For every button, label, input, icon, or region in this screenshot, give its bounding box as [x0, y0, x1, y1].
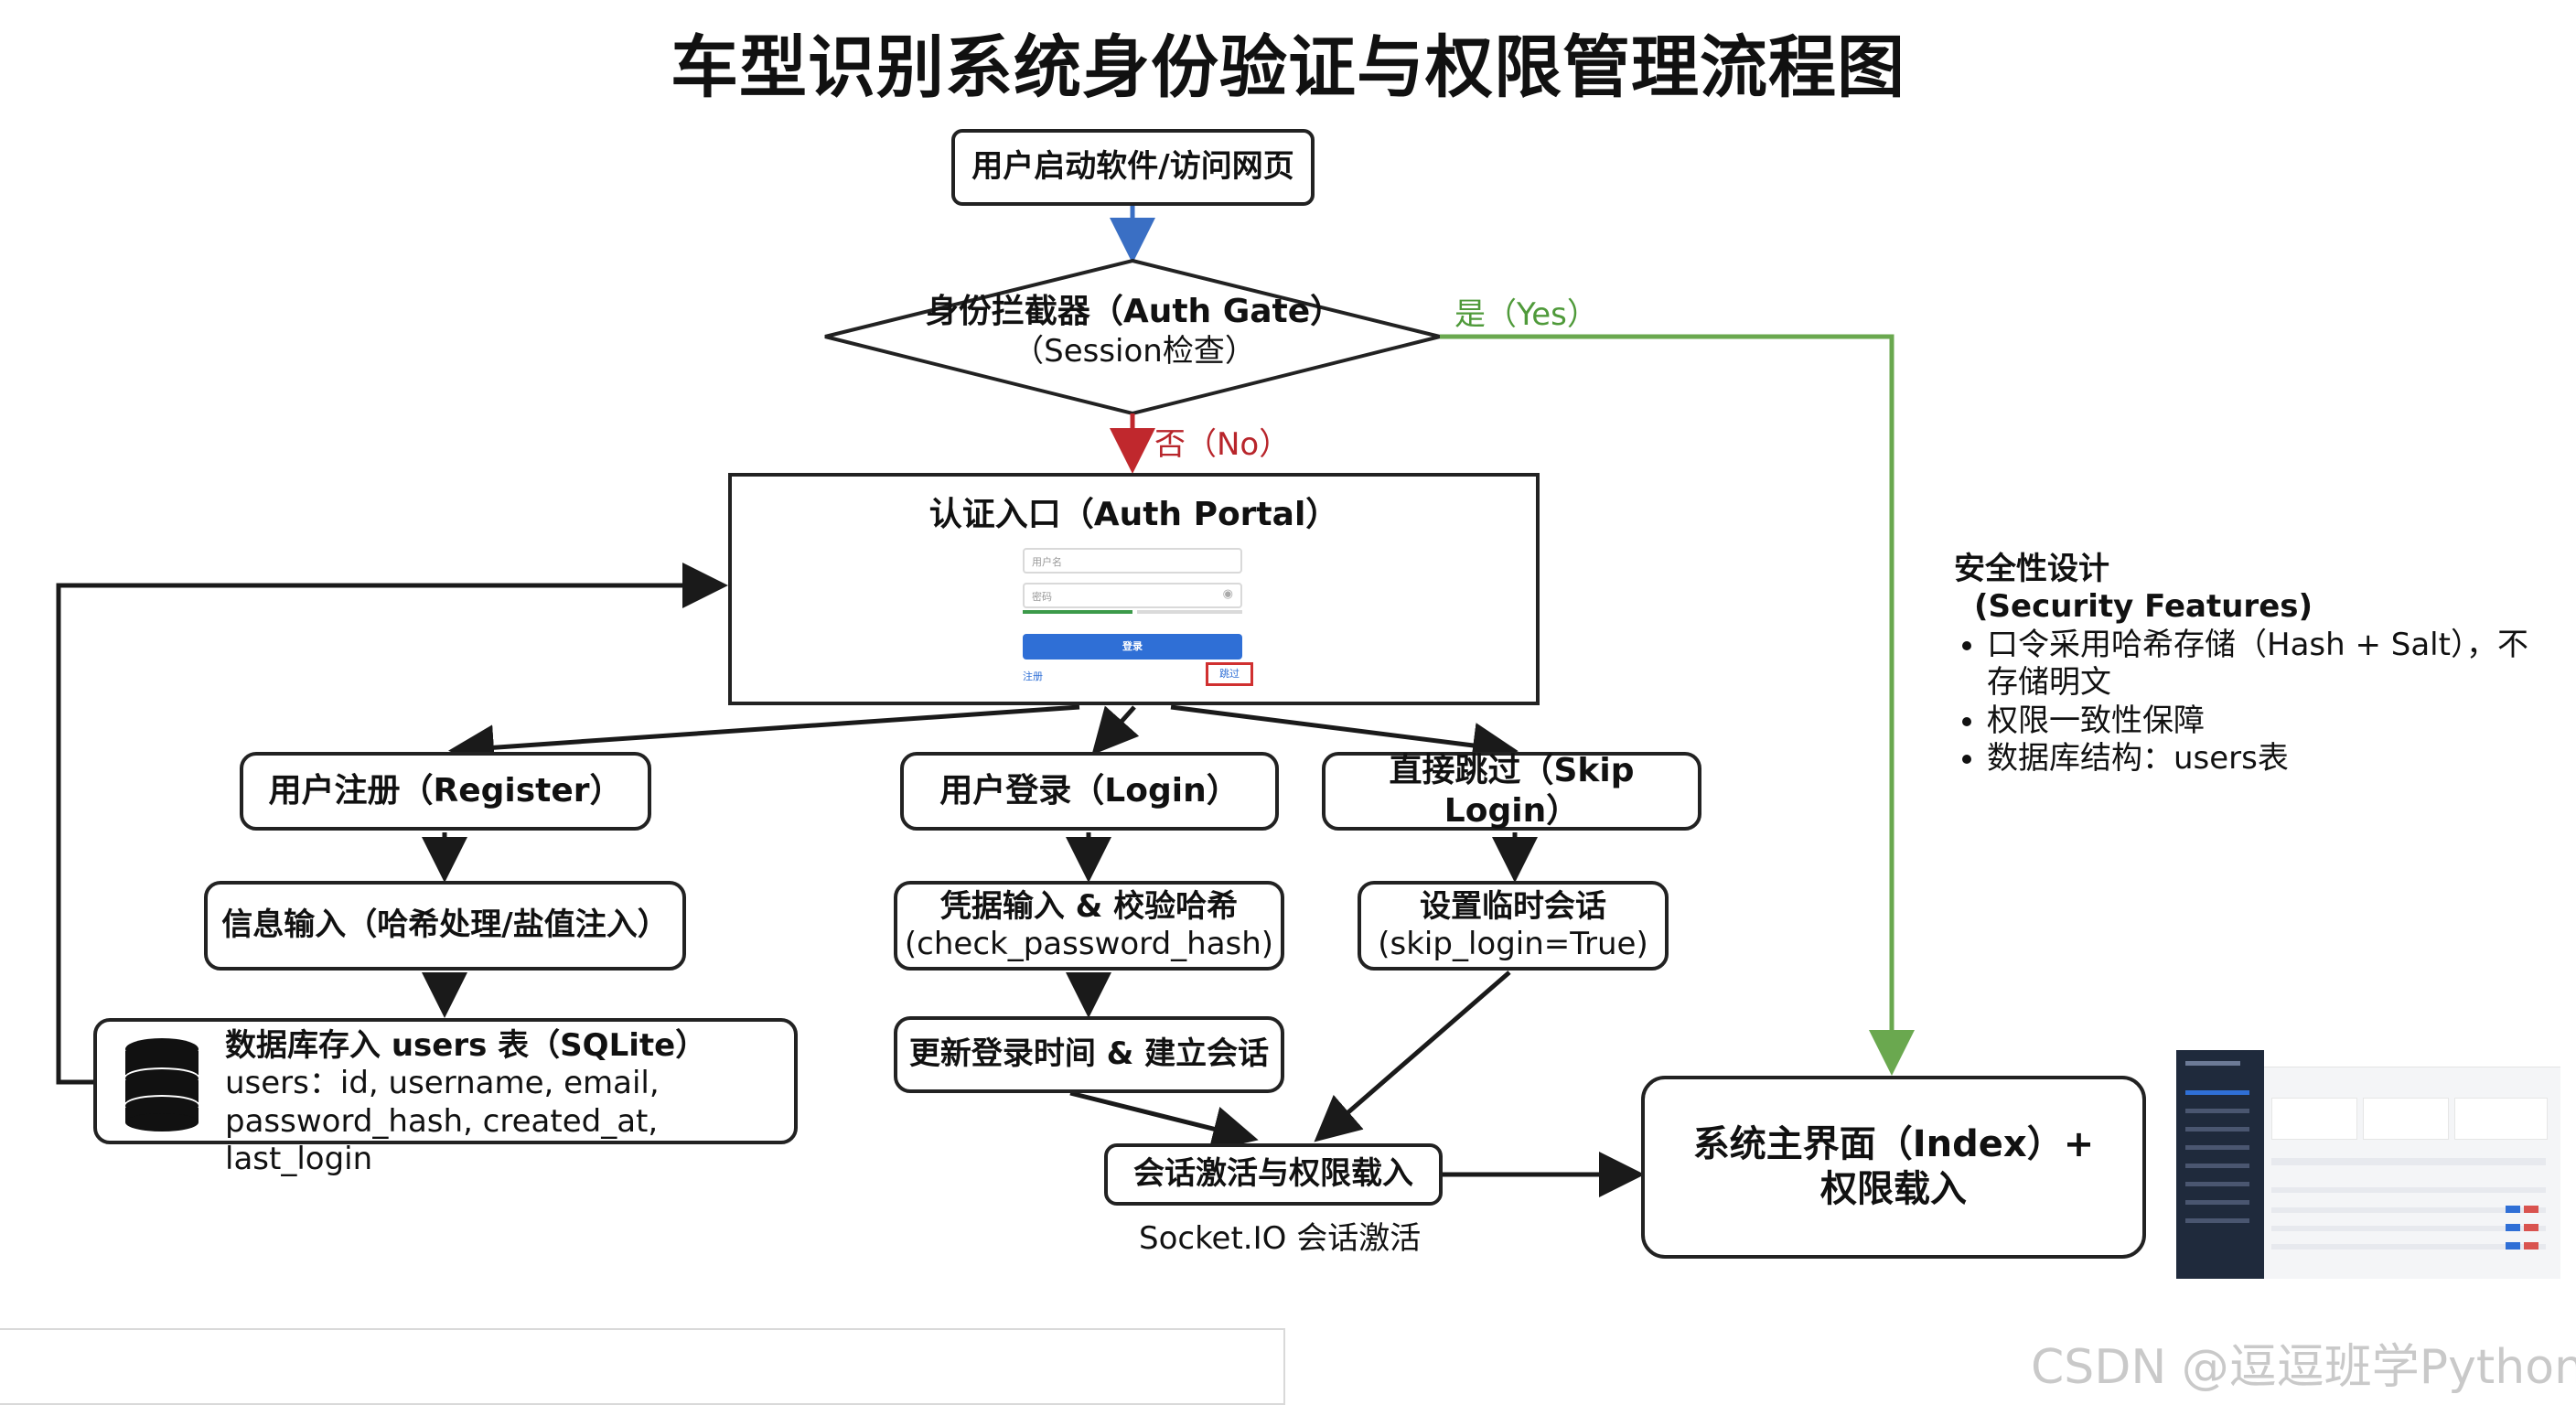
temp-session-node: 设置临时会话 (skip_login=True): [1358, 881, 1669, 971]
auth-portal-title: 认证入口（Auth Portal）: [928, 496, 1339, 533]
login-node-label: 用户登录（Login）: [939, 772, 1240, 810]
watermark: CSDN @逗逗班学Python: [2031, 1340, 2576, 1395]
auth-gate-subtitle: （Session检查）: [1013, 333, 1256, 370]
thumbnail-sidebar: [2176, 1050, 2264, 1279]
arrow-portal-to-skip: [1170, 704, 1519, 768]
thumbnail-row: [2271, 1244, 2546, 1249]
database-icon: [125, 1038, 199, 1132]
db-store-fields-2: password_hash, created_at, last_login: [225, 1102, 659, 1178]
security-item: 数据库结构：users表: [1987, 740, 2558, 778]
cred-input-node: 凭据输入 & 校验哈希 (check_password_hash): [894, 881, 1284, 971]
security-item: 口令采用哈希存储（Hash + Salt），不存储明文: [1987, 627, 2558, 702]
eye-icon: ◉: [1222, 587, 1233, 601]
db-store-text: 数据库存入 users 表（SQLite） users：id, username…: [225, 1027, 794, 1179]
arrow-gate-yes: [1440, 334, 1915, 1076]
thumbnail-card: [2363, 1098, 2449, 1140]
thumbnail-row: [2271, 1226, 2546, 1231]
arrow-portal-to-register: [448, 704, 1080, 771]
security-list: 口令采用哈希存储（Hash + Salt），不存储明文 权限一致性保障 数据库结…: [1954, 627, 2558, 778]
main-ui-subtitle: 权限载入: [1820, 1168, 1967, 1210]
arrow-temp-to-activate: [1314, 971, 1511, 1142]
main-ui-node: 系统主界面（Index）+ 权限载入: [1641, 1076, 2146, 1259]
skip-link-preview: 跳过: [1206, 662, 1253, 686]
thumbnail-row: [2271, 1187, 2546, 1193]
security-title: 安全性设计: [1954, 551, 2109, 587]
cred-input-func: (check_password_hash): [904, 926, 1274, 962]
start-node: 用户启动软件/访问网页: [951, 129, 1315, 206]
auth-portal-box: 认证入口（Auth Portal） 用户名 密码 ◉ 登录 注册 跳过: [728, 473, 1540, 705]
update-login-label: 更新登录时间 & 建立会话: [908, 1035, 1270, 1073]
thumbnail-topbar: [2264, 1050, 2560, 1067]
arrow-db-back-to-portal: [56, 563, 728, 1085]
no-label: 否（No）: [1154, 426, 1291, 463]
password-input-preview: 密码 ◉: [1023, 583, 1242, 608]
thumbnail-row: [2271, 1207, 2546, 1213]
info-input-label: 信息输入（哈希处理/盐值注入）: [221, 906, 669, 944]
arrow-update-to-activate: [1069, 1090, 1259, 1152]
socketio-label: Socket.IO 会话激活: [1139, 1220, 1422, 1257]
diagram-title: 车型识别系统身份验证与权限管理流程图: [671, 28, 1905, 107]
update-login-node: 更新登录时间 & 建立会话: [894, 1016, 1284, 1093]
register-link-preview: 注册: [1023, 670, 1043, 682]
skip-node-label: 直接跳过（Skip Login）: [1389, 752, 1635, 830]
login-button-preview: 登录: [1023, 634, 1242, 660]
info-input-node: 信息输入（哈希处理/盐值注入）: [204, 881, 686, 971]
security-subtitle: (Security Features): [1974, 588, 2313, 626]
temp-session-flag: (skip_login=True): [1378, 926, 1648, 962]
security-item: 权限一致性保障: [1987, 702, 2558, 740]
db-store-fields-1: users：id, username, email,: [225, 1065, 660, 1102]
login-node: 用户登录（Login）: [900, 752, 1279, 831]
strength-bar-grey: [1137, 610, 1242, 614]
session-activate-label: 会话激活与权限载入: [1133, 1155, 1413, 1193]
cred-input-title: 凭据输入 & 校验哈希: [939, 887, 1239, 925]
login-form-preview: 用户名 密码 ◉ 登录 注册 跳过: [1023, 541, 1253, 696]
auth-gate-title: 身份拦截器（Auth Gate）: [925, 293, 1344, 330]
yes-label: 是（Yes）: [1454, 296, 1598, 333]
username-input-preview: 用户名: [1023, 548, 1242, 574]
db-store-node: 数据库存入 users 表（SQLite） users：id, username…: [93, 1018, 798, 1177]
blank-footer-box: [0, 1328, 1285, 1405]
security-features: 安全性设计 (Security Features) 口令采用哈希存储（Hash …: [1954, 551, 2558, 778]
arrow-portal-to-login: [1091, 705, 1140, 756]
auth-gate-text: 身份拦截器（Auth Gate） （Session检查）: [823, 291, 1445, 371]
register-node-label: 用户注册（Register）: [268, 772, 623, 810]
session-activate-node: 会话激活与权限载入: [1104, 1143, 1443, 1206]
thumbnail-card: [2271, 1098, 2357, 1140]
start-node-label: 用户启动软件/访问网页: [971, 148, 1294, 186]
dashboard-thumbnail: [2176, 1050, 2560, 1279]
db-store-title: 数据库存入 users 表（SQLite）: [225, 1027, 707, 1064]
strength-bar-green: [1023, 610, 1132, 614]
register-node: 用户注册（Register）: [240, 752, 651, 831]
thumbnail-row: [2271, 1158, 2546, 1165]
skip-node: 直接跳过（Skip Login）: [1322, 752, 1701, 831]
main-ui-title: 系统主界面（Index）+: [1692, 1123, 2095, 1166]
thumbnail-card: [2454, 1098, 2548, 1140]
temp-session-title: 设置临时会话: [1420, 887, 1606, 925]
password-placeholder: 密码: [1032, 591, 1052, 603]
